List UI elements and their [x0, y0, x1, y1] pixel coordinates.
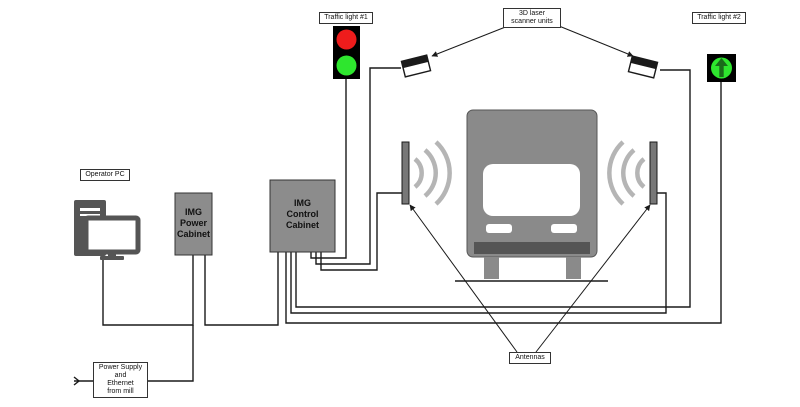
antenna-right [607, 140, 658, 206]
up-arrow-icon [715, 58, 728, 77]
power-cabinet-label: IMG Power Cabinet [176, 207, 210, 239]
scanner-units-label: 3D laser scanner units [503, 8, 561, 28]
control-cabinet-label: IMG Control Cabinet [285, 198, 319, 230]
traffic-light-1-label: Traffic light #1 [319, 12, 373, 24]
operator-pc-label: Operator PC [80, 169, 130, 181]
callout-arrows [409, 25, 651, 353]
power-supply-label: Power Supply and Ethernet from mill [93, 362, 148, 398]
wiring [102, 67, 722, 382]
antenna-left [401, 140, 452, 206]
control-cabinet [269, 179, 336, 253]
traffic-light-2-label: Traffic light #2 [692, 12, 746, 24]
desktop-computer-icon [74, 200, 141, 260]
traffic-light-2 [707, 54, 736, 82]
laser-scanner-icon [627, 55, 659, 79]
antennas-label: Antennas [509, 352, 551, 364]
power-cabinet [174, 192, 213, 256]
power-input-arrow-icon [73, 376, 93, 386]
truck-front-icon [455, 109, 608, 282]
laser-scanner-icon [400, 54, 432, 78]
traffic-light-1 [333, 26, 360, 79]
